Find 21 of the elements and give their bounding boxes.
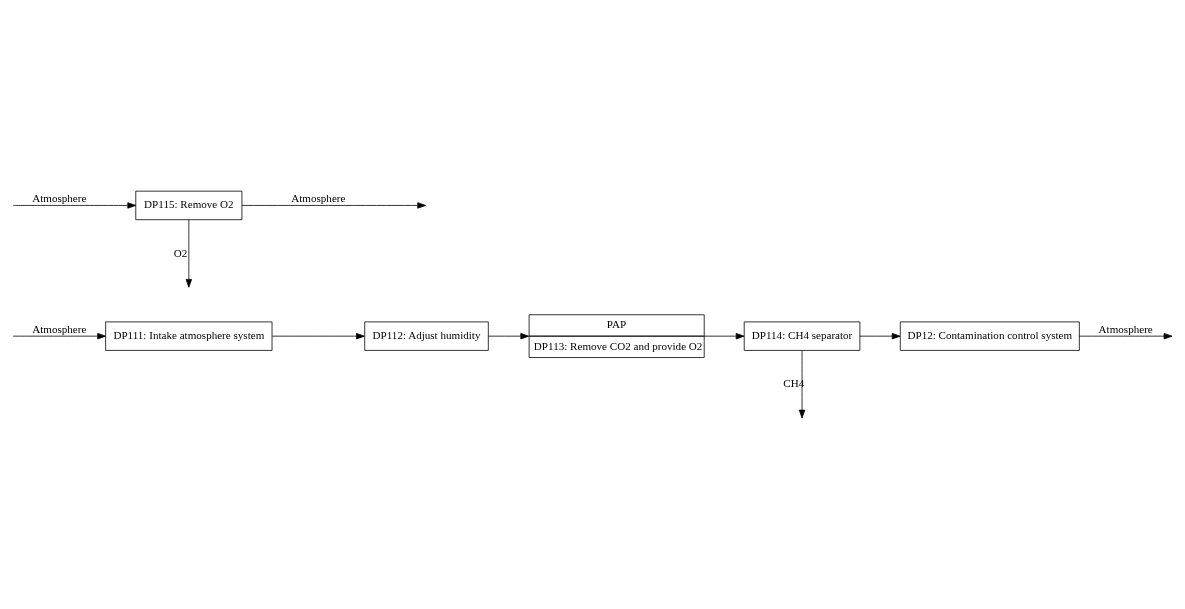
- arrow: [703, 332, 745, 339]
- arrow: [798, 349, 806, 418]
- edge-label: Atmosphere: [291, 191, 346, 204]
- arrow: [1079, 332, 1173, 339]
- node-box: DP111: Intake atmosphere system: [105, 321, 273, 351]
- node-box: DP114: CH4 separator: [743, 321, 861, 351]
- node-box: DP112: Adjust humidity: [364, 321, 489, 351]
- arrow: [271, 332, 365, 339]
- node-box: DP12: Contamination control system: [899, 321, 1080, 351]
- arrow: [488, 332, 530, 339]
- arrow: [12, 201, 137, 209]
- edge-label: CH4: [783, 376, 805, 389]
- edge-label: Atmosphere: [32, 191, 87, 204]
- edge-label: Atmosphere: [1098, 322, 1153, 335]
- edge-label: O2: [173, 246, 188, 259]
- arrow: [12, 332, 106, 339]
- arrow: [241, 201, 427, 209]
- arrow: [859, 332, 901, 339]
- arrow: [185, 219, 192, 288]
- node-box: DP115: Remove O2: [135, 190, 243, 220]
- edge-label: Atmosphere: [32, 322, 87, 335]
